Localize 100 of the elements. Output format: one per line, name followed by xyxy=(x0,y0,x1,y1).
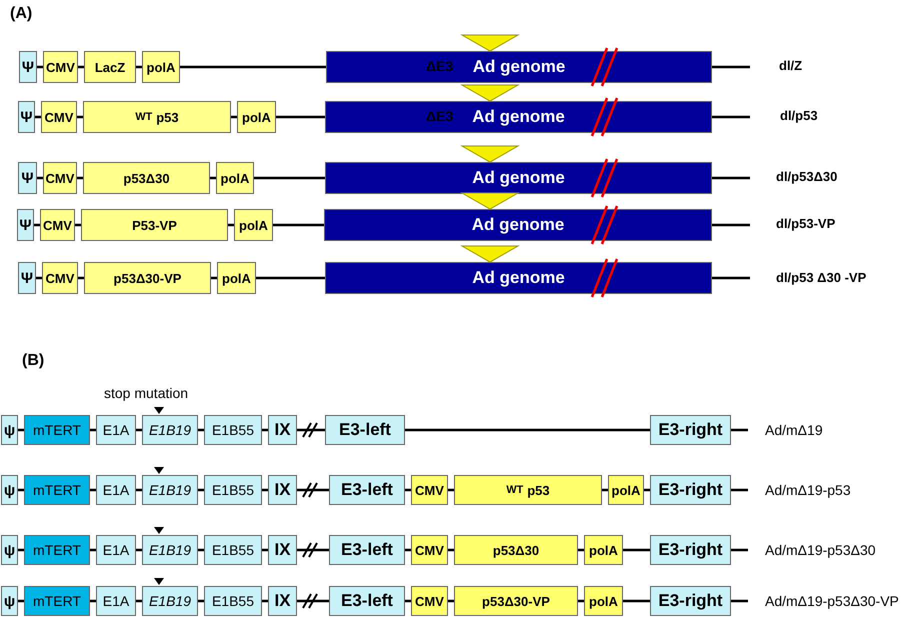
backbone-line xyxy=(448,600,454,602)
backbone-line xyxy=(578,548,584,552)
genome-bar: Ad genome xyxy=(325,162,712,194)
backbone-line xyxy=(712,116,750,118)
backbone-line xyxy=(405,600,411,602)
backbone-line xyxy=(90,548,96,552)
gene-box: E1B55 xyxy=(204,586,262,616)
gene-box: E1A xyxy=(96,415,136,445)
backbone-line xyxy=(136,600,142,602)
genome-bar: Ad genome xyxy=(325,262,712,294)
backbone-line xyxy=(37,176,43,180)
gene-box: LacZ xyxy=(84,51,136,83)
backbone-line xyxy=(198,428,204,432)
backbone-line xyxy=(198,488,204,492)
gene-box: p53Δ30-VP xyxy=(84,262,211,294)
backbone-line xyxy=(78,276,84,280)
gene-box: polA xyxy=(216,162,254,194)
gene-box: IX xyxy=(268,475,297,505)
backbone-line xyxy=(18,488,24,492)
packaging-signal-box: ψ xyxy=(1,415,18,445)
construct-name: dl/p53 Δ30 -VP xyxy=(776,270,866,285)
promoter-box: mTERT xyxy=(24,415,90,445)
gene-box: E1B55 xyxy=(204,535,262,565)
backbone-line xyxy=(644,488,650,492)
backbone-line xyxy=(256,276,325,280)
backbone-line xyxy=(262,548,268,552)
backbone-line xyxy=(623,548,650,552)
construct-name: Ad/mΔ19-p53 xyxy=(765,482,851,498)
gene-box: P53-VP xyxy=(81,209,228,241)
gene-box: polA xyxy=(142,51,180,83)
backbone-line xyxy=(36,276,42,280)
gene-box: polA xyxy=(608,475,644,505)
backbone-line xyxy=(90,488,96,492)
gene-box: p53Δ30 xyxy=(454,535,578,565)
backbone-line xyxy=(180,66,326,68)
gene-box: E1B55 xyxy=(204,415,262,445)
backbone-line xyxy=(77,116,83,118)
backbone-line xyxy=(448,488,454,492)
backbone-line xyxy=(18,600,24,602)
backbone-line xyxy=(18,548,24,552)
gene-box: CMV xyxy=(411,586,448,616)
backbone-line xyxy=(276,116,325,118)
genome-bar: Ad genome xyxy=(324,209,712,241)
construct-name: Ad/mΔ19-p53Δ30 xyxy=(765,542,876,558)
gene-box: E1A xyxy=(96,586,136,616)
packaging-signal-box: ψ xyxy=(1,535,18,565)
backbone-line xyxy=(731,428,748,432)
construct-name: dl/p53Δ30 xyxy=(776,169,838,184)
construct-name: Ad/mΔ19 xyxy=(765,422,823,438)
gene-box: E3-right xyxy=(650,586,731,616)
backbone-line xyxy=(578,600,584,602)
gene-box: CMV xyxy=(43,51,78,83)
packaging-signal-box: Ψ xyxy=(19,51,37,83)
gene-box: E1A xyxy=(96,535,136,565)
region-label: ΔE3 xyxy=(426,108,454,124)
backbone-line xyxy=(231,116,237,118)
backbone-line xyxy=(198,548,204,552)
gene-box: polA xyxy=(584,535,623,565)
gene-box: IX xyxy=(268,415,297,445)
backbone-line xyxy=(405,428,650,432)
backbone-line xyxy=(34,224,40,226)
backbone-line xyxy=(18,428,24,432)
panel-label: (A) xyxy=(10,5,32,23)
gene-box: E3-left xyxy=(325,415,405,445)
backbone-line xyxy=(273,224,324,226)
construct-name: dl/p53-VP xyxy=(776,216,836,231)
gene-box: E1A xyxy=(96,475,136,505)
gene-box: CMV xyxy=(43,162,77,194)
backbone-line xyxy=(90,428,96,432)
backbone-line xyxy=(254,176,325,180)
packaging-signal-box: Ψ xyxy=(18,101,35,133)
panel-label: (B) xyxy=(22,352,44,370)
gene-box: IX xyxy=(268,586,297,616)
backbone-line xyxy=(602,488,608,492)
backbone-line xyxy=(262,488,268,492)
promoter-box: mTERT xyxy=(24,586,90,616)
region-label: ΔE3 xyxy=(426,58,454,74)
packaging-signal-box: Ψ xyxy=(18,262,36,294)
packaging-signal-box: Ψ xyxy=(17,209,34,241)
gene-box: E1B55 xyxy=(204,475,262,505)
backbone-line xyxy=(75,224,81,226)
backbone-line xyxy=(136,66,142,68)
promoter-box: mTERT xyxy=(24,475,90,505)
gene-box: E1B19 xyxy=(142,535,198,565)
gene-box: CMV xyxy=(42,262,78,294)
backbone-line xyxy=(297,488,329,492)
packaging-signal-box: Ψ xyxy=(18,162,37,194)
gene-box: polA xyxy=(234,209,273,241)
backbone-line xyxy=(136,428,142,432)
backbone-line xyxy=(262,600,268,602)
backbone-line xyxy=(211,276,217,280)
backbone-line xyxy=(37,66,43,68)
gene-box: CMV xyxy=(411,475,448,505)
gene-box: p53Δ30-VP xyxy=(454,586,578,616)
gene-box: E3-left xyxy=(329,475,405,505)
backbone-line xyxy=(198,600,204,602)
backbone-line xyxy=(448,548,454,552)
backbone-line xyxy=(731,548,748,552)
backbone-line xyxy=(405,548,411,552)
backbone-line xyxy=(78,66,84,68)
